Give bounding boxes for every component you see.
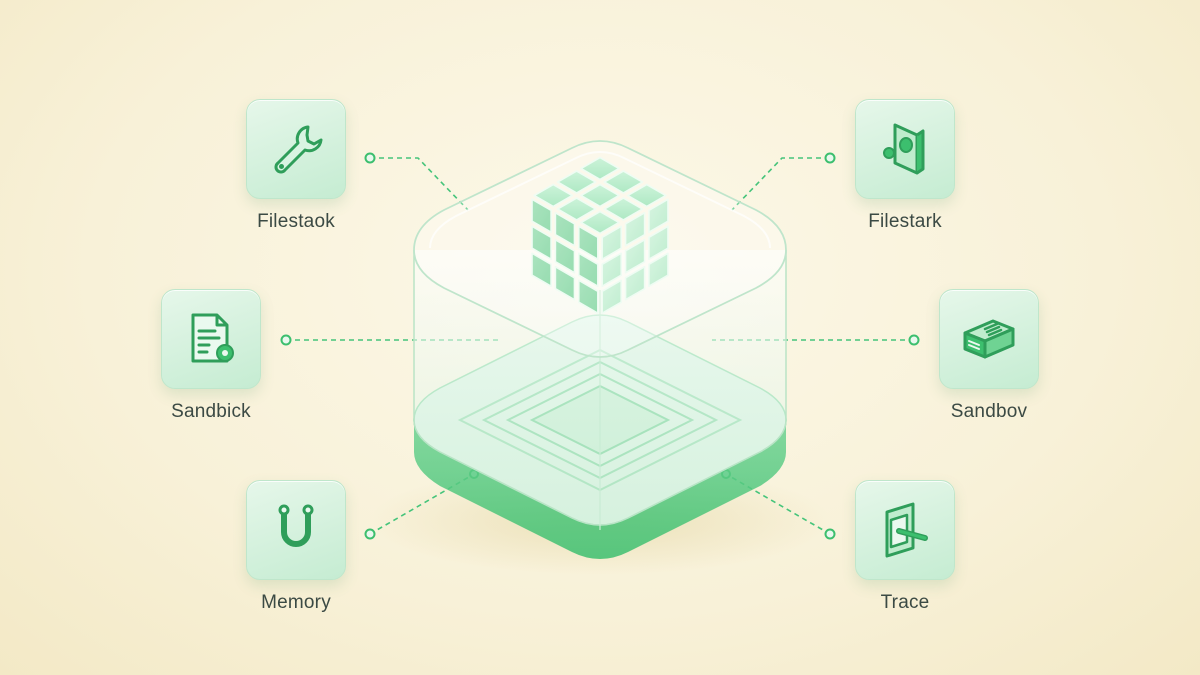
cubelet-face (580, 156, 620, 181)
cubelet-face (624, 238, 646, 274)
cubelet-face (556, 197, 597, 221)
container-lid (413, 140, 787, 358)
node-top-left[interactable]: Filestaok (236, 99, 356, 233)
cubelet-face (601, 225, 623, 261)
node-label: Sandbick (171, 401, 251, 422)
node-tile[interactable] (246, 99, 346, 199)
node-label: Trace (880, 592, 930, 613)
cubelet-face (601, 252, 623, 288)
cubelet-face (626, 183, 667, 208)
storage-device-icon (883, 123, 925, 175)
node-tile[interactable] (161, 289, 261, 389)
cubelet-face (580, 210, 620, 235)
node-tile[interactable] (855, 99, 955, 199)
node-mid-left[interactable]: Sandbick (151, 289, 271, 423)
cubelet-face (531, 225, 552, 261)
node-mid-right[interactable]: Sandbov (929, 289, 1049, 423)
node-tile[interactable] (855, 480, 955, 580)
node-bottom-left[interactable]: Memory (236, 480, 356, 614)
node-label: Memory (261, 592, 331, 613)
cubelet-face (533, 183, 574, 208)
cubelet-face (601, 279, 623, 315)
cubelet-face (648, 252, 669, 288)
node-tile[interactable] (246, 480, 346, 580)
cubelet-face (577, 252, 599, 288)
node-label: Filestark (868, 211, 942, 232)
cubelet-face (580, 183, 620, 208)
cubelet-face (531, 198, 552, 234)
cubelet-face (577, 279, 599, 315)
connector-top-right (731, 152, 836, 211)
node-bottom-right[interactable]: Trace (845, 480, 965, 614)
cubelet-face (577, 225, 599, 261)
cubelet-face (624, 211, 646, 247)
connector-mid-right (712, 334, 920, 346)
document-gear-icon (191, 313, 234, 363)
cubelet-face (603, 197, 644, 221)
cubelet-face (648, 225, 669, 261)
cubelet-face (624, 265, 646, 301)
cubelet-face (556, 170, 597, 194)
node-tile[interactable] (939, 289, 1039, 389)
plug-panel-icon (885, 502, 928, 558)
cubelet-face (531, 252, 552, 288)
cubelet-face (648, 198, 669, 234)
cube-cluster (531, 156, 669, 315)
node-label: Sandbov (950, 401, 1028, 422)
cubelet-face (603, 170, 644, 194)
magnet-icon (278, 504, 314, 547)
cubelet-face (554, 211, 576, 247)
node-top-right[interactable]: Filestark (845, 99, 965, 233)
connector-top-left (364, 152, 469, 211)
node-label: Filestaok (257, 211, 335, 232)
wrench-icon (274, 125, 323, 174)
cubelet-face (554, 238, 576, 274)
cubelet-face (554, 265, 576, 301)
server-box-icon (963, 319, 1015, 359)
connector-mid-left (280, 334, 498, 346)
